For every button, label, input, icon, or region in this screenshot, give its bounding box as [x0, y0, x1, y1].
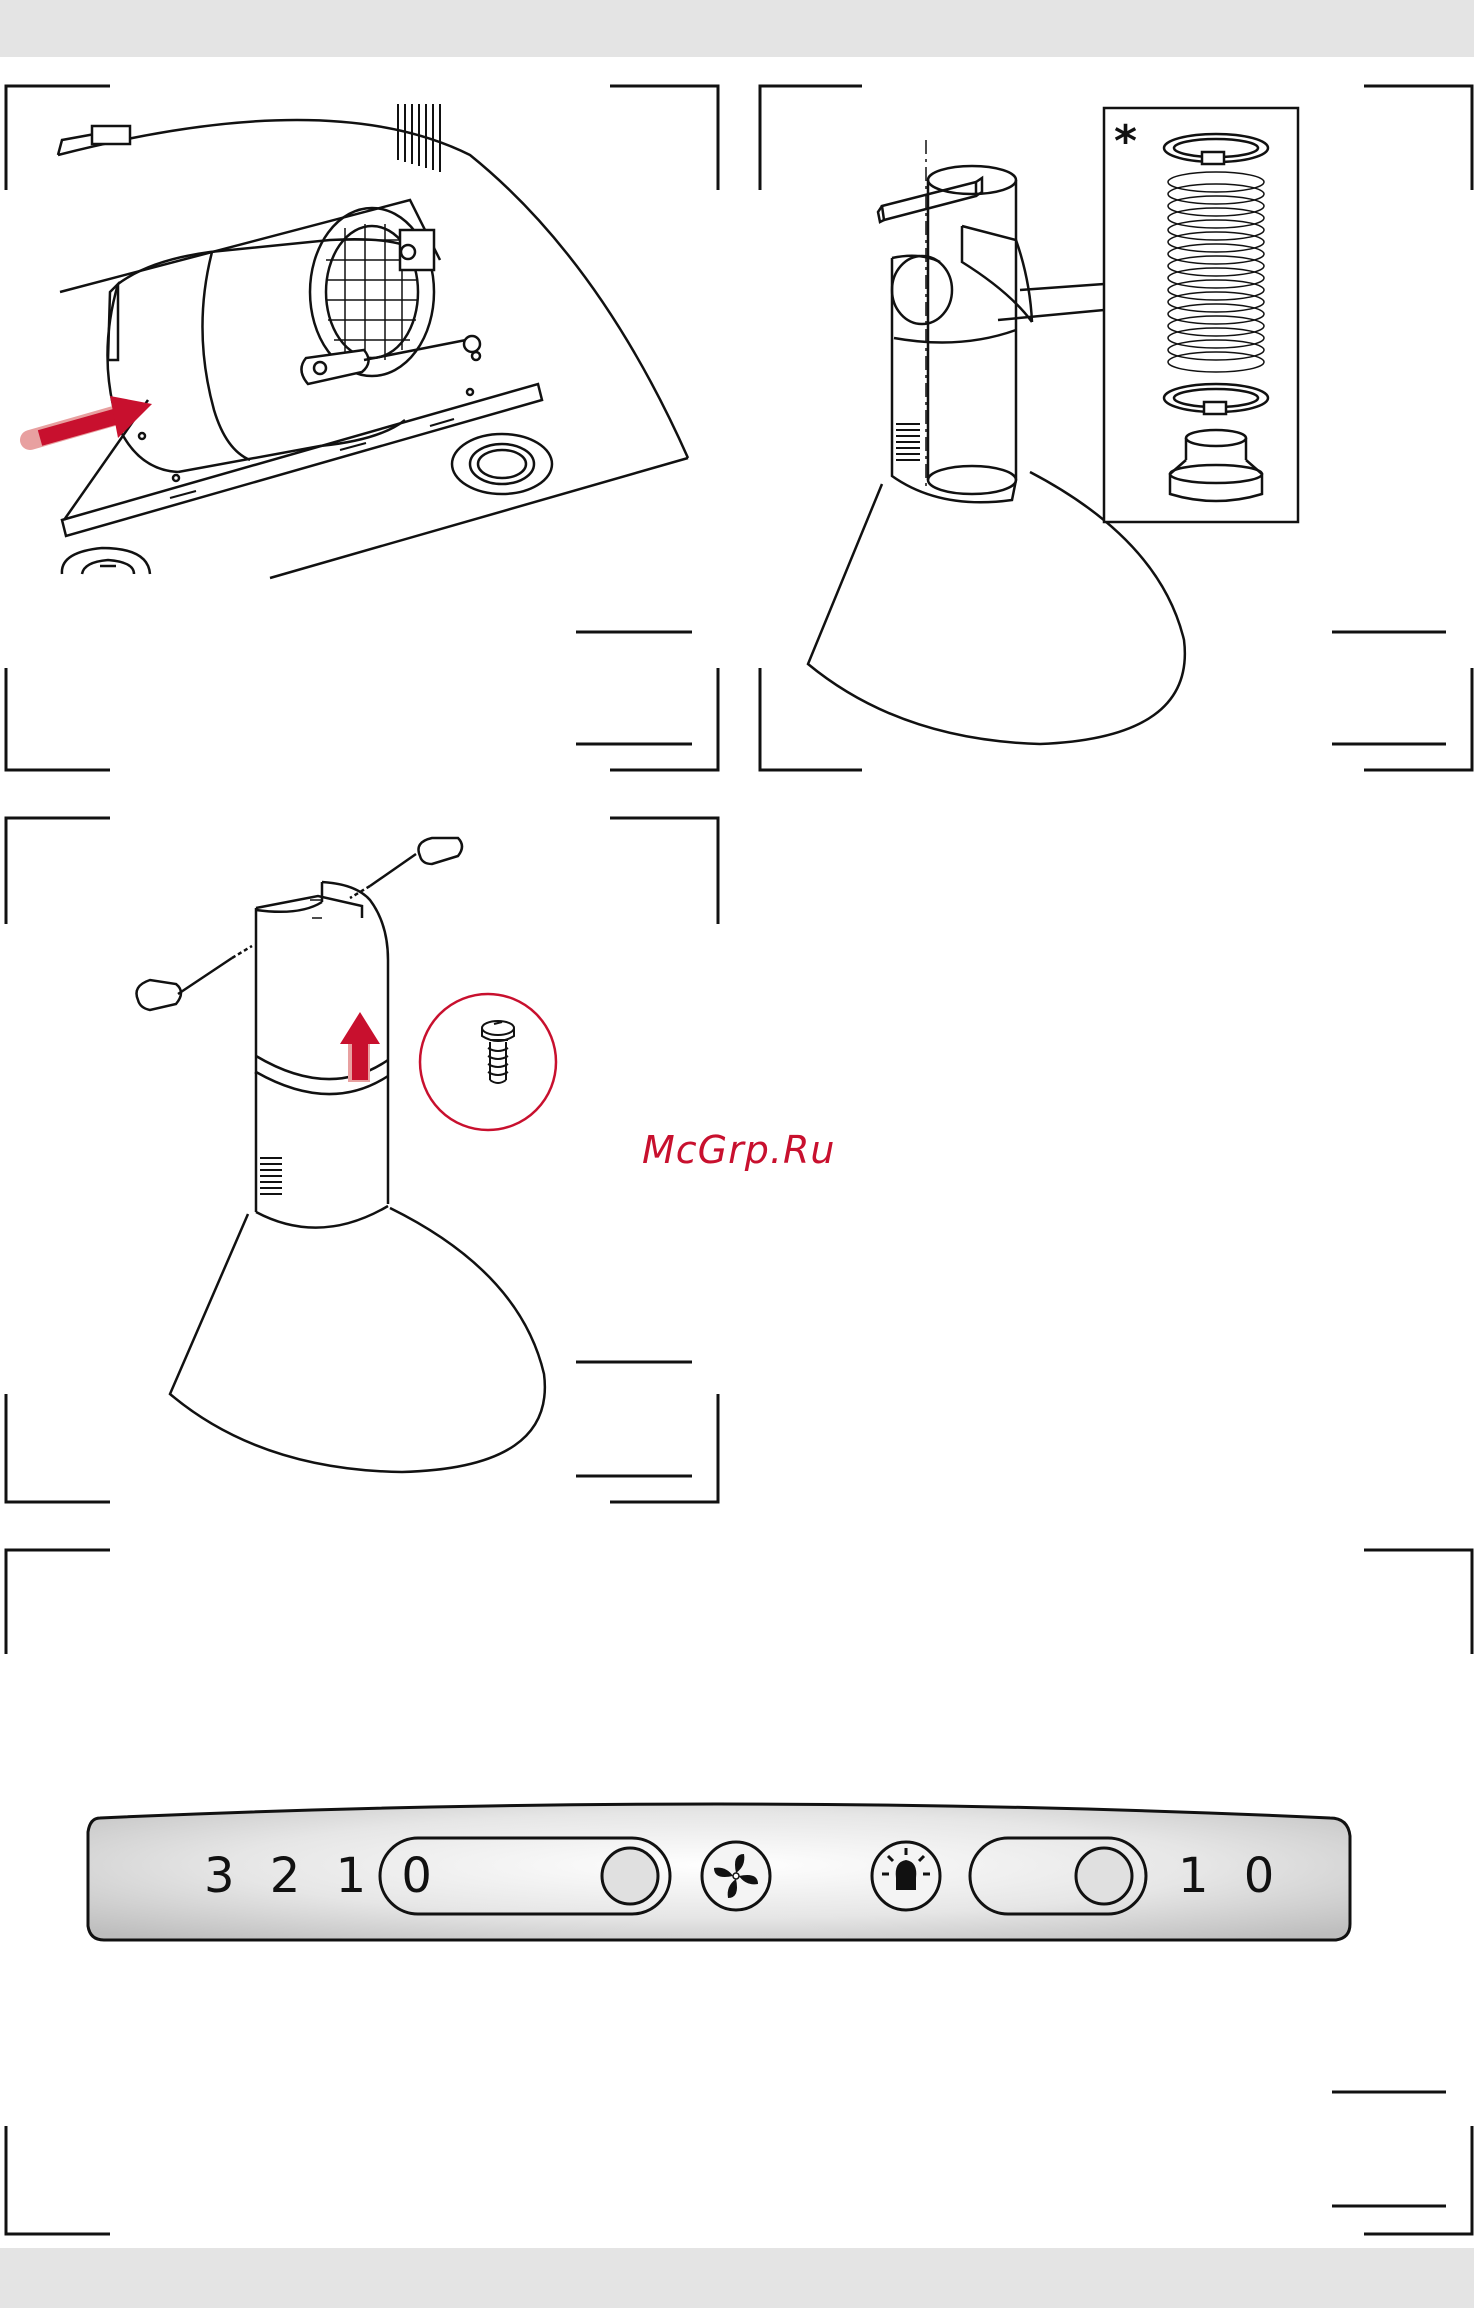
light-scale: 1 0 — [1178, 1848, 1284, 1904]
figure-chimney-duct — [808, 108, 1298, 744]
figure-motor-unit — [58, 104, 688, 578]
insert-arrow — [30, 396, 152, 440]
screw-detail — [420, 994, 556, 1130]
watermark-text: McGrp.Ru — [642, 1128, 835, 1172]
fan-speed-scale: 3 2 1 0 — [204, 1848, 442, 1904]
figure-chimney-lift — [137, 838, 545, 1472]
lift-arrow — [340, 1012, 380, 1082]
fan-icon — [702, 1842, 770, 1910]
light-bulb-icon — [872, 1842, 940, 1910]
detail-asterisk: * — [1114, 120, 1137, 164]
